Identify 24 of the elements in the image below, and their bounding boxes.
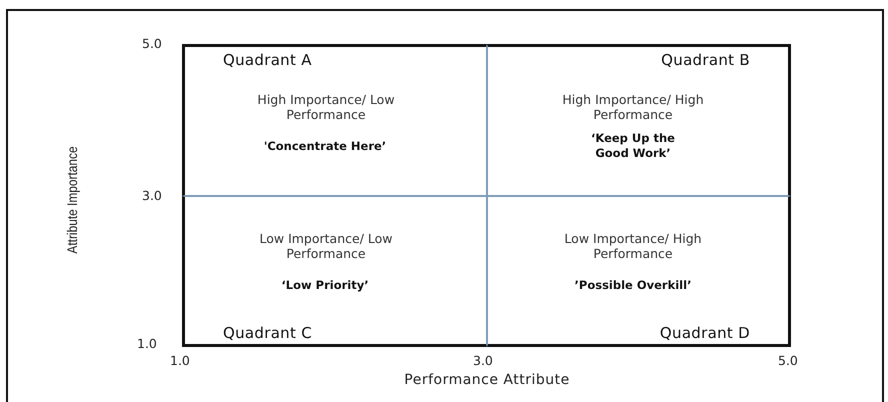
axis-tick-label: 3.0 bbox=[142, 188, 162, 203]
axis-tick-label: 1.0 bbox=[170, 353, 190, 368]
quadrant-heading: Quadrant A bbox=[223, 51, 312, 69]
axis-tick-label: 5.0 bbox=[778, 353, 798, 368]
quadrant-description: High Importance/ Low Performance bbox=[256, 92, 396, 122]
quadrant-region bbox=[487, 44, 791, 196]
quadrant-motto: ‘Keep Up the Good Work’ bbox=[590, 131, 676, 161]
axis-title: Performance Attribute bbox=[404, 372, 570, 388]
axis-title: Attribute Importance bbox=[64, 146, 80, 254]
quadrant-region bbox=[487, 196, 791, 347]
quadrant-region bbox=[182, 44, 487, 196]
quadrant-heading: Quadrant D bbox=[660, 324, 750, 342]
axis-tick-label: 1.0 bbox=[137, 336, 157, 351]
quadrant-heading: Quadrant B bbox=[661, 51, 750, 69]
quadrant-description: Low Importance/ Low Performance bbox=[258, 231, 394, 261]
quadrant-motto: ‘Low Priority’ bbox=[280, 278, 370, 293]
quadrant-description: High Importance/ High Performance bbox=[561, 92, 705, 122]
quadrant-region bbox=[182, 196, 487, 347]
quadrant-motto: ’Possible Overkill’ bbox=[574, 278, 692, 293]
axis-tick-label: 3.0 bbox=[473, 353, 493, 368]
quadrant-motto: 'Concentrate Here’ bbox=[262, 139, 388, 154]
quadrant-description: Low Importance/ High Performance bbox=[563, 231, 703, 261]
quadrant-heading: Quadrant C bbox=[223, 324, 312, 342]
axis-tick-label: 5.0 bbox=[142, 36, 162, 51]
